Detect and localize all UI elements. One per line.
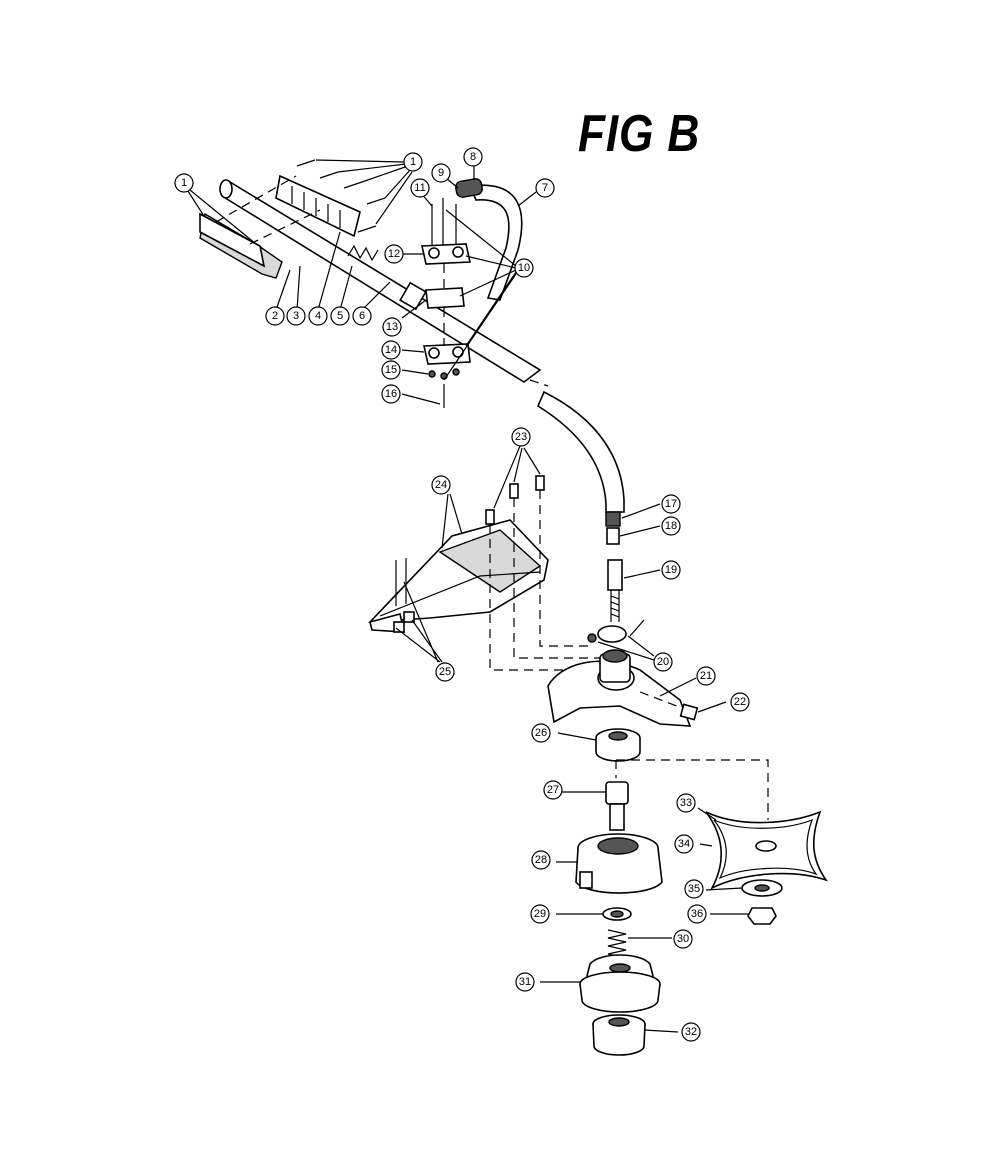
svg-text:28: 28	[535, 854, 547, 866]
svg-text:11: 11	[414, 182, 425, 194]
callout-27: 27	[543, 780, 563, 800]
svg-text:19: 19	[665, 564, 677, 576]
callout-34: 34	[674, 834, 694, 854]
svg-text:12: 12	[388, 248, 400, 260]
head-spring	[607, 929, 627, 959]
callout-19: 19	[661, 560, 681, 580]
figure-title: FIG B	[578, 105, 701, 163]
bump-knob	[592, 1014, 646, 1056]
svg-text:7: 7	[542, 182, 548, 194]
svg-text:24: 24	[435, 479, 447, 491]
svg-text:30: 30	[677, 933, 689, 945]
callout-30: 30	[673, 929, 693, 949]
svg-text:22: 22	[734, 696, 746, 708]
arbor-bolt	[605, 781, 629, 831]
svg-text:15: 15	[385, 364, 397, 376]
svg-text:21: 21	[700, 670, 712, 682]
callout-29: 29	[530, 904, 550, 924]
trimmer-head-housing	[575, 833, 663, 894]
callout-31: 31	[515, 972, 535, 992]
svg-text:8: 8	[470, 151, 476, 163]
callout-4: 4	[308, 306, 328, 326]
drive-shaft-tube	[529, 379, 625, 622]
svg-text:1: 1	[181, 177, 187, 189]
svg-text:20: 20	[657, 656, 669, 668]
callout-5: 5	[330, 306, 350, 326]
callout-12: 12	[384, 244, 404, 264]
callout-10: 10	[514, 258, 534, 278]
callout-9: 9	[431, 163, 451, 183]
callout-1-top: 1	[403, 152, 423, 172]
callout-20: 20	[653, 652, 673, 672]
loop-handle	[455, 178, 523, 301]
leader-lines	[185, 159, 750, 1033]
callout-22: 22	[730, 692, 750, 712]
svg-text:23: 23	[515, 431, 527, 443]
callout-13: 13	[382, 317, 402, 337]
callout-8: 8	[463, 147, 483, 167]
svg-text:35: 35	[688, 883, 700, 895]
svg-text:18: 18	[665, 520, 677, 532]
guard-side-screws	[393, 558, 415, 633]
svg-text:9: 9	[438, 167, 444, 179]
callout-35: 35	[684, 879, 704, 899]
blade-washer	[741, 879, 783, 897]
svg-text:27: 27	[547, 784, 559, 796]
svg-text:3: 3	[293, 310, 299, 322]
callout-26: 26	[531, 723, 551, 743]
svg-text:14: 14	[385, 344, 397, 356]
callout-3: 3	[286, 306, 306, 326]
brush-blade	[705, 810, 829, 890]
callout-33: 33	[676, 793, 696, 813]
callout-25: 25	[435, 662, 455, 682]
svg-text:5: 5	[337, 310, 343, 322]
svg-text:17: 17	[665, 498, 677, 510]
callout-1-left: 1	[174, 173, 194, 193]
callout-17: 17	[661, 494, 681, 514]
svg-text:13: 13	[386, 321, 398, 333]
deflector-guard	[368, 519, 549, 633]
svg-text:6: 6	[359, 310, 365, 322]
callout-7: 7	[535, 178, 555, 198]
svg-text:32: 32	[685, 1026, 697, 1038]
callout-6: 6	[352, 306, 372, 326]
svg-text:36: 36	[691, 908, 703, 920]
callout-32: 32	[681, 1022, 701, 1042]
svg-text:1: 1	[410, 156, 416, 168]
lock-washer	[602, 907, 632, 921]
callout-23: 23	[511, 427, 531, 447]
callout-36: 36	[687, 904, 707, 924]
svg-text:31: 31	[519, 976, 531, 988]
svg-text:4: 4	[315, 310, 321, 322]
gear-head-shield	[547, 619, 699, 727]
svg-text:26: 26	[535, 727, 547, 739]
part-callouts: 1 1 2 3 4 5 6 7 8 9 10 11 12 13 14 15 16…	[174, 147, 750, 1042]
svg-text:29: 29	[534, 908, 546, 920]
spring-coil	[347, 244, 379, 262]
handle-assembly	[199, 159, 542, 383]
callout-2: 2	[265, 306, 285, 326]
callout-14: 14	[381, 340, 401, 360]
bearing	[595, 728, 641, 762]
callout-24: 24	[431, 475, 451, 495]
svg-text:10: 10	[518, 262, 530, 274]
clamp-assembly	[421, 198, 471, 408]
svg-text:34: 34	[678, 838, 690, 850]
callout-11: 11	[410, 178, 430, 198]
spool	[579, 954, 661, 1013]
callout-28: 28	[531, 850, 551, 870]
svg-text:2: 2	[272, 310, 278, 322]
callout-15: 15	[381, 360, 401, 380]
callout-18: 18	[661, 516, 681, 536]
svg-text:33: 33	[680, 797, 692, 809]
svg-text:25: 25	[439, 666, 451, 678]
callout-16: 16	[381, 384, 401, 404]
svg-text:16: 16	[385, 388, 397, 400]
blade-nut	[747, 907, 777, 925]
callout-21: 21	[696, 666, 716, 686]
